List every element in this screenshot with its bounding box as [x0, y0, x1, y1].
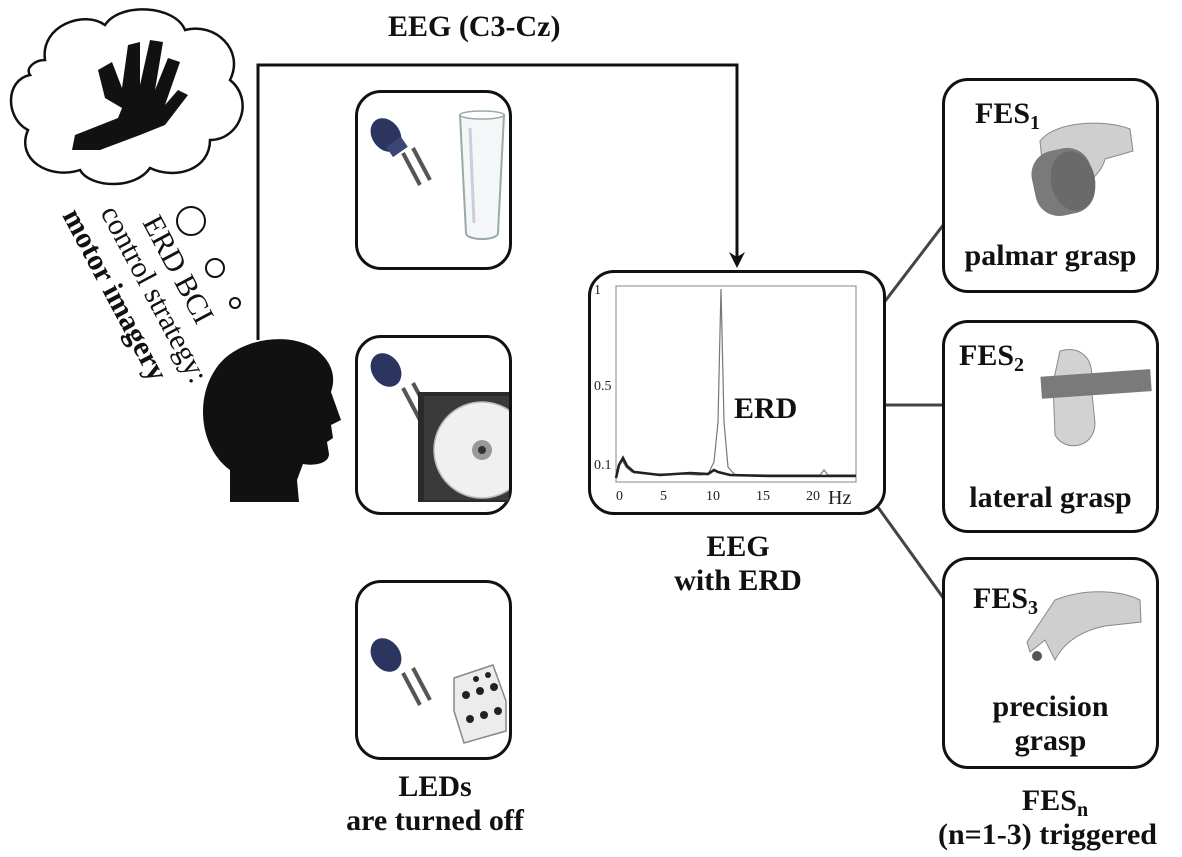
hand-silhouette-icon [72, 40, 188, 150]
fes3-caption: precision grasp [945, 690, 1156, 758]
eeg-channel-label: EEG (C3-Cz) [388, 10, 561, 43]
eeg-caption: EEG with ERD [648, 530, 828, 598]
fes1-box: FES1 palmar grasp [942, 78, 1159, 293]
cd-case-icon [418, 392, 536, 502]
xtick-0: 0 [616, 489, 623, 504]
lateral-grasp-hand-icon [1040, 349, 1152, 447]
leds-caption-line2: are turned off [346, 804, 524, 837]
ytick-0-5: 0.5 [594, 379, 612, 394]
glass-icon [458, 110, 506, 240]
fes2-caption: lateral grasp [969, 481, 1132, 514]
precision-grasp-hand-icon [1026, 591, 1142, 662]
xtick-15: 15 [756, 489, 770, 504]
fes3-box: FES3 precision grasp [942, 557, 1159, 769]
fes3-label: FES3 [973, 582, 1039, 619]
leds-caption: LEDs are turned off [340, 770, 530, 838]
xtick-10: 10 [706, 489, 720, 504]
dice-icon [453, 664, 507, 744]
fes2-box: FES2 lateral grasp [942, 320, 1159, 533]
fes1-label: FES1 [975, 97, 1041, 134]
xunit-label: Hz [828, 487, 851, 509]
stimulus-box-cd [355, 335, 536, 515]
eeg-caption-line1: EEG [706, 530, 770, 563]
stimulus-box-dice [355, 580, 512, 760]
head-silhouette-icon [203, 339, 341, 502]
ytick-0-1: 0.1 [594, 458, 612, 473]
spectrum-trace-rest [615, 288, 856, 478]
leds-caption-line1: LEDs [398, 770, 472, 803]
stimulus-box-glass [355, 90, 512, 270]
fes1-caption: palmar grasp [964, 239, 1137, 272]
fes3-caption-line2: grasp [1014, 724, 1087, 757]
fes-n-caption: (n=1-3) triggered [938, 818, 1157, 851]
ytick-1: 1 [594, 283, 601, 298]
thought-cloud [9, 8, 244, 309]
eeg-caption-line2: with ERD [674, 564, 802, 597]
eeg-spectrum-plot: 1 0.5 0.1 0 5 10 15 20 Hz [594, 283, 857, 509]
palmar-grasp-hand-icon [1031, 122, 1134, 217]
xtick-5: 5 [660, 489, 667, 504]
eeg-signal-line [256, 63, 745, 340]
fes2-label: FES2 [959, 339, 1025, 376]
erd-label: ERD [734, 392, 798, 425]
led-icon [370, 638, 432, 706]
xtick-20: 20 [806, 489, 820, 504]
led-icon [370, 118, 432, 186]
fes3-caption-line1: precision [992, 690, 1109, 723]
spectrum-trace-erd [614, 455, 856, 479]
fes-n-label: FESn [1021, 784, 1089, 821]
